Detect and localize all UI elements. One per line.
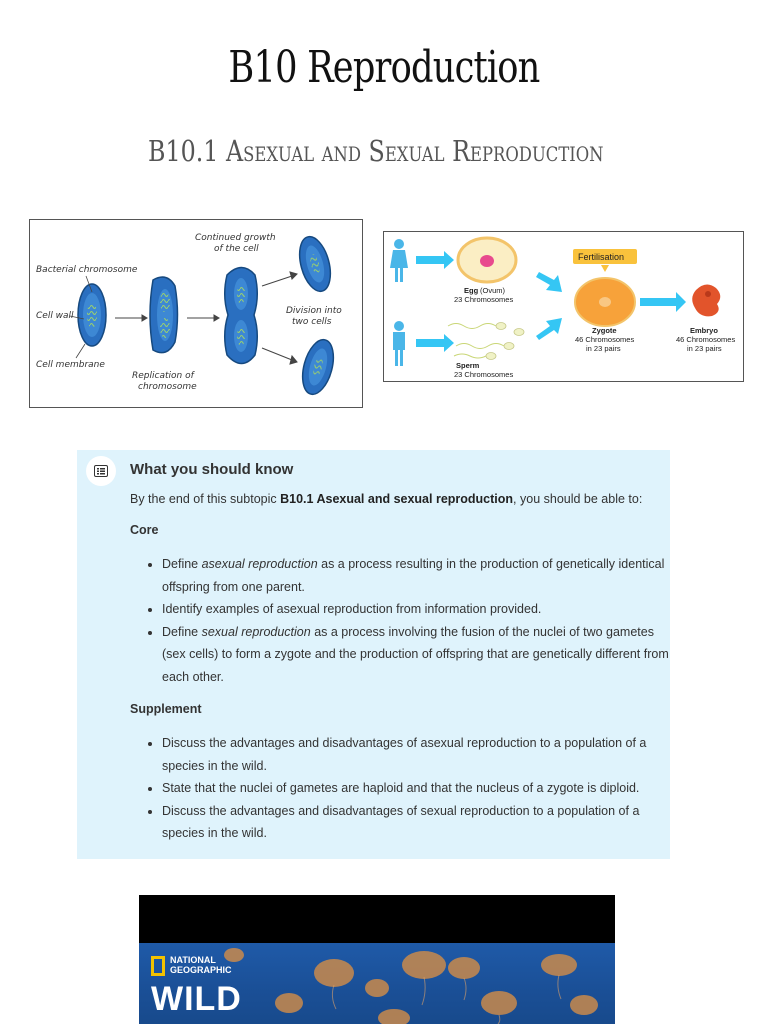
- core-item: Identify examples of asexual reproductio…: [162, 598, 677, 621]
- label-division-line1: Division into: [286, 306, 342, 316]
- egg-label: Egg: [464, 286, 479, 295]
- bacterium-cell-3: [224, 266, 258, 365]
- egg-chromosomes-label: 23 Chromosomes: [454, 295, 513, 304]
- arrow-to-sperm: [416, 334, 454, 352]
- page-title: B10 Reproduction: [228, 42, 540, 93]
- supplement-item: Discuss the advantages and disadvantages…: [162, 800, 677, 845]
- zygote-pairs-label: in 23 pairs: [586, 344, 621, 353]
- female-icon: [390, 239, 408, 282]
- embryo-chromosomes-label: 46 Chromosomes: [676, 335, 735, 344]
- arrow-zygote-to-embryo: [640, 292, 686, 312]
- embryo: [692, 284, 721, 317]
- fertilisation-diagram: Egg (Ovum) 23 Chromosomes Sperm 23 Chrom…: [390, 236, 735, 379]
- bacterium-daughter-cell-bottom: [301, 338, 335, 396]
- bacterium-cell-1: [77, 283, 107, 347]
- show-title: WILD: [151, 980, 242, 1018]
- supplement-heading: Supplement: [130, 702, 202, 716]
- box-intro: By the end of this subtopic B10.1 Asexua…: [130, 492, 643, 506]
- sperm-cells: [447, 323, 505, 359]
- bacterium-cell-2: [149, 276, 179, 354]
- zygote-label: Zygote: [592, 326, 617, 335]
- supplement-item: State that the nuclei of gametes are hap…: [162, 777, 677, 800]
- label-division-line2: two cells: [292, 317, 332, 327]
- bacteria-division-diagram: Bacterial chromosome Cell wall Cell memb…: [36, 233, 342, 396]
- list-icon: [86, 456, 116, 486]
- embryo-pairs-label: in 23 pairs: [687, 344, 722, 353]
- national-geographic-logo-icon: [151, 956, 165, 976]
- label-cell-membrane: Cell membrane: [36, 360, 105, 370]
- core-heading: Core: [130, 523, 159, 537]
- label-cell-wall: Cell wall: [36, 311, 74, 321]
- bacteria-division-figure: Bacterial chromosome Cell wall Cell memb…: [29, 219, 363, 408]
- fertilisation-badge: [573, 249, 637, 264]
- learning-objectives-box: What you should know By the end of this …: [77, 450, 670, 859]
- core-list: Define asexual reproduction as a process…: [130, 553, 677, 688]
- egg-cell: [456, 236, 518, 284]
- male-icon: [393, 321, 405, 366]
- label-growth-line2: of the cell: [214, 244, 259, 254]
- label-replication-line1: Replication of: [132, 371, 196, 381]
- egg-paren-label: (Ovum): [480, 286, 506, 295]
- fertilisation-label: Fertilisation: [578, 252, 624, 262]
- supplement-list: Discuss the advantages and disadvantages…: [130, 732, 677, 845]
- sperm-chromosomes-label: 23 Chromosomes: [454, 370, 513, 379]
- label-replication-line2: chromosome: [138, 382, 197, 392]
- jellyfish-image: [224, 948, 598, 1024]
- label-growth-line1: Continued growth: [195, 233, 276, 243]
- embryo-label: Embryo: [690, 326, 718, 335]
- sperm-label: Sperm: [456, 361, 480, 370]
- box-heading: What you should know: [130, 461, 294, 478]
- zygote-cell: [574, 277, 636, 327]
- bacterium-daughter-cell-top: [298, 235, 332, 293]
- arrow-egg-to-zygote: [536, 272, 562, 292]
- label-bacterial-chromosome: Bacterial chromosome: [36, 265, 138, 275]
- core-item: Define sexual reproduction as a process …: [162, 621, 677, 689]
- core-item: Define asexual reproduction as a process…: [162, 553, 677, 598]
- fertilisation-figure: Egg (Ovum) 23 Chromosomes Sperm 23 Chrom…: [383, 231, 744, 382]
- supplement-item: Discuss the advantages and disadvantages…: [162, 732, 677, 777]
- arrow-sperm-to-zygote: [536, 318, 562, 340]
- arrow-to-egg: [416, 251, 454, 269]
- zygote-chromosomes-label: 46 Chromosomes: [575, 335, 634, 344]
- page-subtitle: B10.1 Asexual and Sexual Reproduction: [148, 134, 604, 168]
